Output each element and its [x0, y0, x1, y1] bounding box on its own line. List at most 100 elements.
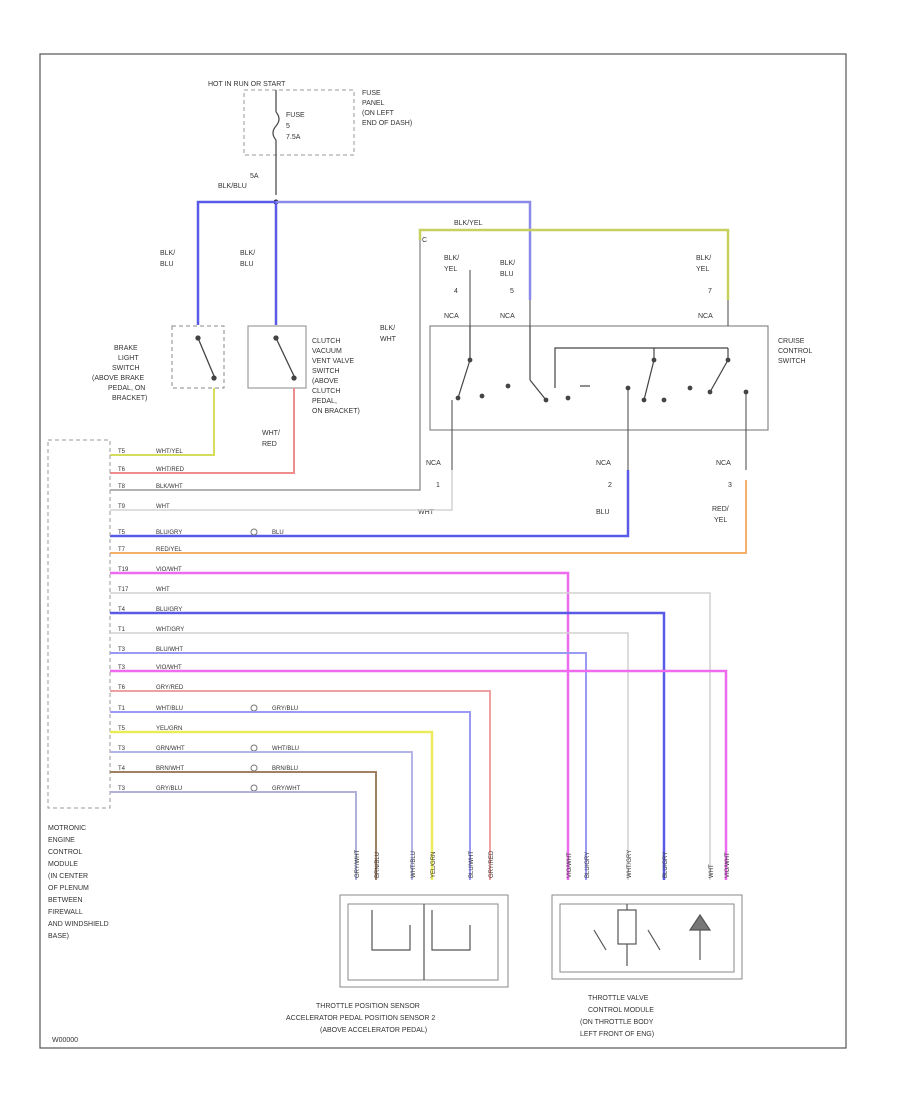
sensor-wire-label: BLU/GRY: [663, 852, 669, 878]
cruise-output-wire-2: [110, 470, 630, 538]
sensor-wire-label: YEL/GRN: [431, 852, 437, 878]
svg-text:BLK/: BLK/: [160, 250, 175, 257]
svg-text:THROTTLE VALVE: THROTTLE VALVE: [588, 995, 649, 1002]
svg-text:SWITCH: SWITCH: [778, 358, 806, 365]
ecm-pin-number: T7: [118, 547, 126, 553]
svg-text:(IN CENTER: (IN CENTER: [48, 873, 88, 880]
svg-text:RED/: RED/: [712, 506, 729, 513]
svg-text:NCA: NCA: [698, 313, 713, 320]
cruise-pin-3: NCA 3 RED/ YEL: [712, 460, 732, 524]
sensor-wire-label: VIO/WHT: [567, 852, 573, 878]
ecm-wire-label: WHT/RED: [156, 467, 185, 473]
ecm-pin-number: T3: [118, 786, 126, 792]
ecm-pin-number: T4: [118, 766, 126, 772]
ecm-wire-note: WHT/BLU: [272, 746, 299, 752]
ecm-pin-number: T1: [118, 706, 126, 712]
sensor-wire-label: WHT/GRY: [627, 850, 633, 878]
sensor-wire-label: VIO/WHT: [725, 852, 731, 878]
ecm-pin-number: T8: [118, 484, 126, 490]
ecm-pin-number: T19: [118, 567, 129, 573]
ecm-pin-number: T3: [118, 647, 126, 653]
svg-text:2: 2: [608, 482, 612, 489]
brake-switch-output-wire: [110, 388, 215, 456]
brake-light-switch: BLK/ BLU BRAKE LIGHT SWITCH (ABOVE BRAKE…: [92, 250, 225, 402]
ecm-wire-label: BLU/GRY: [156, 607, 182, 613]
svg-text:PEDAL,: PEDAL,: [312, 398, 337, 405]
connector-icon: [250, 528, 258, 536]
svg-text:PEDAL, ON: PEDAL, ON: [108, 385, 145, 392]
ecm-wire-note: GRY/WHT: [272, 786, 301, 792]
svg-text:NCA: NCA: [716, 460, 731, 467]
sensor-wire-label: GRY/RED: [489, 850, 495, 878]
motor-icon: [593, 904, 712, 966]
ecm-wire-label: BLU/WHT: [156, 647, 183, 653]
svg-text:7: 7: [708, 288, 712, 295]
svg-text:(ABOVE: (ABOVE: [312, 378, 339, 385]
ecm-wire-label: YEL/GRN: [156, 726, 182, 732]
svg-text:VACUUM: VACUUM: [312, 348, 342, 355]
svg-text:ON BRACKET): ON BRACKET): [312, 408, 360, 415]
svg-text:BLU: BLU: [500, 271, 514, 278]
svg-text:THROTTLE POSITION SENSOR: THROTTLE POSITION SENSOR: [316, 1003, 420, 1010]
ecm-pin-number: T17: [118, 587, 129, 593]
svg-text:CLUTCH: CLUTCH: [312, 338, 340, 345]
svg-text:YEL: YEL: [444, 266, 457, 273]
svg-text:(ON LEFT: (ON LEFT: [362, 110, 395, 117]
svg-text:NCA: NCA: [444, 313, 459, 320]
connector-icon: [250, 744, 258, 752]
svg-text:5: 5: [286, 123, 290, 130]
svg-text:LEFT FRONT OF ENG): LEFT FRONT OF ENG): [580, 1031, 654, 1038]
svg-text:BLK/: BLK/: [240, 250, 255, 257]
connector-icon: [250, 784, 258, 792]
fuse-block: HOT IN RUN OR START FUSE 5 7.5A FUSE PAN…: [208, 81, 412, 205]
ecm-pin-number: T6: [118, 685, 126, 691]
svg-text:3: 3: [728, 482, 732, 489]
svg-text:NCA: NCA: [426, 460, 441, 467]
ecm-pin-row: T4 BLU/GRY: [118, 607, 182, 613]
sensor-wire-label: WHT/BLU: [411, 851, 417, 878]
svg-text:BRAKE: BRAKE: [114, 345, 138, 352]
switch-contact-icon: [273, 335, 297, 381]
ecm-pin-number: T6: [118, 467, 126, 473]
svg-text:1: 1: [436, 482, 440, 489]
sensor-wire-label: WHT: [709, 864, 715, 878]
svg-text:(ABOVE BRAKE: (ABOVE BRAKE: [92, 375, 144, 382]
svg-text:BLK/: BLK/: [696, 255, 711, 262]
ecm-wire-label: WHT/YEL: [156, 449, 183, 455]
svg-text:BLK/: BLK/: [500, 260, 515, 267]
svg-text:BLU: BLU: [160, 261, 174, 268]
ecm-pin-number: T4: [118, 607, 126, 613]
ecm-pin-row: T6 WHT/RED: [118, 467, 185, 473]
cruise-pin-4: BLK/ YEL 4 NCA: [444, 255, 459, 320]
power-source-label: HOT IN RUN OR START: [208, 81, 286, 88]
svg-text:CRUISE: CRUISE: [778, 338, 805, 345]
svg-text:VENT VALVE: VENT VALVE: [312, 358, 354, 365]
switch-contact-icon: [195, 335, 217, 381]
svg-text:SWITCH: SWITCH: [312, 368, 340, 375]
svg-text:FIREWALL: FIREWALL: [48, 909, 83, 916]
svg-text:5: 5: [510, 288, 514, 295]
ecm-wire-label: WHT/GRY: [156, 627, 184, 633]
svg-text:AND WINDSHIELD: AND WINDSHIELD: [48, 921, 109, 928]
svg-text:OF PLENUM: OF PLENUM: [48, 885, 89, 892]
svg-text:BLK/YEL: BLK/YEL: [454, 220, 483, 227]
svg-text:END OF DASH): END OF DASH): [362, 120, 412, 127]
cruise-output-wire-3: [110, 480, 747, 554]
cruise-pin-1: NCA 1 WHT: [418, 460, 441, 516]
svg-text:CLUTCH: CLUTCH: [312, 388, 340, 395]
ecm-pin-row: T3 BLU/WHT: [118, 647, 183, 653]
